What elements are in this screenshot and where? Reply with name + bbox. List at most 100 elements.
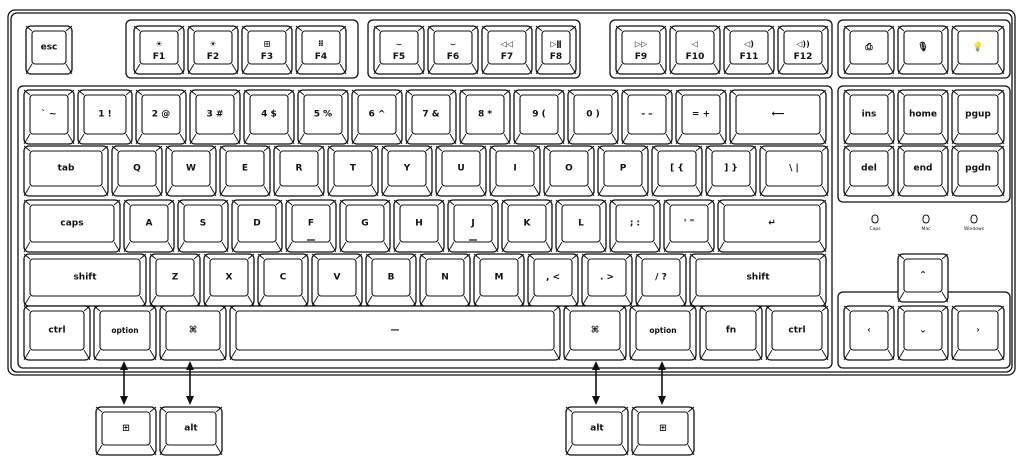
key-p[interactable]: P [597,145,649,197]
key-ins[interactable]: ins [843,89,895,145]
key-fn[interactable]: fn [699,305,763,361]
key-8[interactable]: 8 * [459,89,511,145]
replacement-key-ralt[interactable]: alt [565,406,629,456]
key-f7[interactable]: F7◁◁ [481,25,533,75]
key-k[interactable]: K [501,199,553,253]
key-tab[interactable]: tab [23,145,109,197]
key-w[interactable]: W [165,145,217,197]
key-f11[interactable]: F11◁) [723,25,775,75]
key-i[interactable]: I [489,145,541,197]
key-f9[interactable]: F9▷▷ [615,25,667,75]
key-2[interactable]: 2 @ [135,89,187,145]
key-d-edge [275,199,283,206]
key-f10[interactable]: F10◁ [669,25,721,75]
key-period[interactable]: . > [581,253,633,307]
key-r[interactable]: R [273,145,325,197]
key-l[interactable]: L [555,199,607,253]
key-s[interactable]: S [177,199,229,253]
key-home[interactable]: home [897,89,949,145]
key-b[interactable]: B [365,253,417,307]
replacement-key-lwin[interactable]: ⊞ [95,406,157,456]
key-3[interactable]: 3 # [189,89,241,145]
key-del[interactable]: del [843,145,895,197]
key-t[interactable]: T [327,145,379,197]
key-backslash-label: \ | [789,164,799,174]
key-backspace[interactable]: ⟵ [729,89,827,145]
key-left[interactable]: ‹ [843,305,895,361]
key-x[interactable]: X [203,253,255,307]
key-y[interactable]: Y [381,145,433,197]
key-m[interactable]: M [473,253,525,307]
key-f12[interactable]: F12◁)) [777,25,829,75]
replacement-key-lalt[interactable]: alt [159,406,223,456]
key-f[interactable]: F [285,199,337,253]
key-a[interactable]: A [123,199,175,253]
key-grave[interactable]: ` ~ [23,89,75,145]
key-j[interactable]: J [447,199,499,253]
key-semicolon[interactable]: ; : [609,199,661,253]
key-up[interactable]: ⌃ [897,253,949,303]
key-comma[interactable]: , < [527,253,579,307]
key-f-edge [329,199,337,206]
key-f2[interactable]: F2☀ [187,25,239,75]
key-c[interactable]: C [257,253,309,307]
key-f3[interactable]: F3⊞ [241,25,293,75]
key-lcmd[interactable]: ⌘ [159,305,227,361]
key-e[interactable]: E [219,145,271,197]
key-lshift[interactable]: shift [23,253,147,307]
key-pgup[interactable]: pgup [951,89,1005,145]
key-equal[interactable]: = + [675,89,727,145]
key-caps[interactable]: caps [23,199,121,253]
key-snap[interactable]: ⎙ [843,25,895,75]
key-z[interactable]: Z [149,253,201,307]
key-down[interactable]: ⌄ [897,305,949,361]
key-enter[interactable]: ↵ [717,199,827,253]
key-v[interactable]: V [311,253,363,307]
key-roption[interactable]: option [629,305,697,361]
key-f9-icon: ▷▷ [635,40,648,49]
key-u[interactable]: U [435,145,487,197]
key-4[interactable]: 4 $ [243,89,295,145]
key-right[interactable]: › [951,305,1005,361]
key-mic[interactable]: 🎙 [897,25,949,75]
key-rcmd[interactable]: ⌘ [563,305,627,361]
key-o[interactable]: O [543,145,595,197]
key-3-label: 3 # [207,110,224,120]
key-slash[interactable]: / ? [635,253,687,307]
key-f1[interactable]: F1☀ [133,25,185,75]
key-q[interactable]: Q [111,145,163,197]
key-d[interactable]: D [231,199,283,253]
key-esc[interactable]: esc [25,25,73,75]
key-space[interactable]: — [229,305,561,361]
key-f4[interactable]: F4⠿ [295,25,347,75]
key-1[interactable]: 1 ! [77,89,133,145]
key-light[interactable]: 💡 [951,25,1005,75]
key-f8[interactable]: F8▷ǁ [535,25,577,75]
key-rbracket[interactable]: ] } [705,145,757,197]
key-loption[interactable]: option [93,305,157,361]
key-pgdn[interactable]: pgdn [951,145,1005,197]
key-0[interactable]: 0 ) [567,89,619,145]
key-7[interactable]: 7 & [405,89,457,145]
key-g[interactable]: G [339,199,391,253]
key-minus[interactable]: - – [621,89,673,145]
key-o-edge [543,185,551,197]
key-w-edge [209,185,217,197]
key-quote[interactable]: ' " [663,199,715,253]
key-h[interactable]: H [393,199,445,253]
key-f6[interactable]: F6⌣ [427,25,479,75]
key-6[interactable]: 6 ^ [351,89,403,145]
key-5[interactable]: 5 % [297,89,349,145]
key-3-edge [233,89,241,96]
key-end[interactable]: end [897,145,949,197]
key-9[interactable]: 9 ( [513,89,565,145]
key-lbracket[interactable]: [ { [651,145,703,197]
key-rctrl[interactable]: ctrl [765,305,829,361]
key-lbracket-label: [ { [670,164,684,174]
key-f5[interactable]: F5⌣ [373,25,425,75]
key-backslash[interactable]: \ | [759,145,829,197]
key-lctrl[interactable]: ctrl [23,305,91,361]
key-n[interactable]: N [419,253,471,307]
key-rshift[interactable]: shift [689,253,827,307]
replacement-key-rwin[interactable]: ⊞ [631,406,695,456]
